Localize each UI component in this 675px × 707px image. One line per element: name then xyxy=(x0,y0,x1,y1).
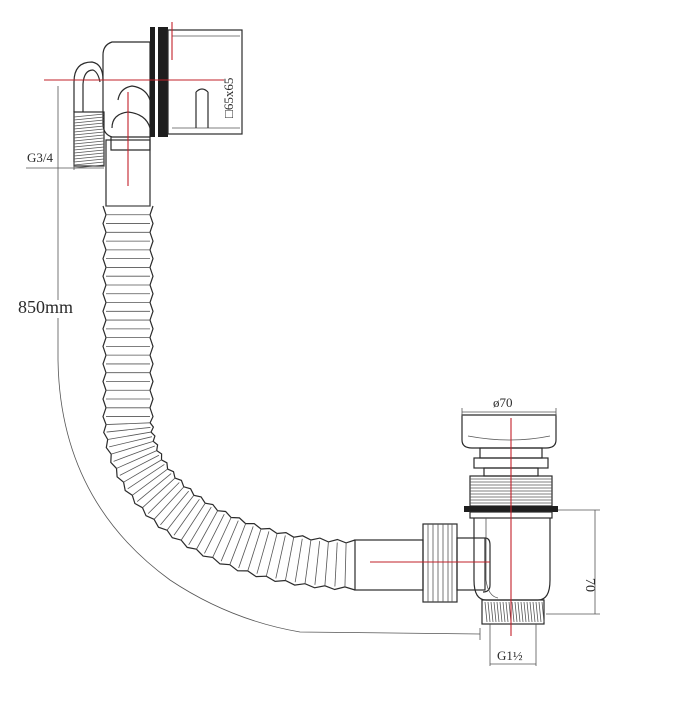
centerlines xyxy=(44,22,512,636)
flexible-hose xyxy=(102,139,424,591)
waste-diameter-label: ø70 xyxy=(493,395,513,410)
square-size-label: □65x65 xyxy=(221,78,236,118)
overflow-head xyxy=(73,27,243,151)
length-label: 850mm xyxy=(18,297,73,317)
inlet-thread xyxy=(73,111,105,169)
dimension-lines xyxy=(26,86,600,666)
outlet-thread-label: G1½ xyxy=(497,648,523,663)
inlet-thread-label: G3/4 xyxy=(27,150,54,165)
waste-height-label: 70 xyxy=(582,578,597,592)
waste-assembly xyxy=(422,414,558,625)
